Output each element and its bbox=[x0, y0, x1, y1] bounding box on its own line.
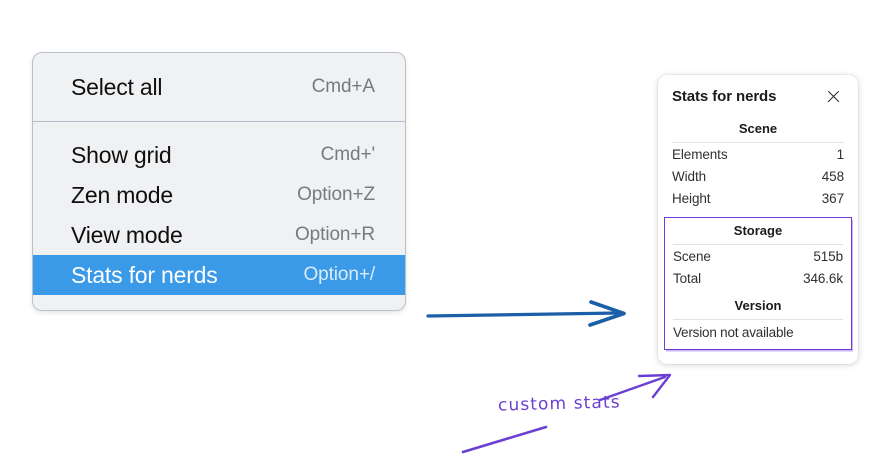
blue-arrow-menu-to-panel bbox=[426, 300, 626, 327]
menu-item-select-all[interactable]: Select all Cmd+A bbox=[33, 67, 405, 107]
stats-row-elements: Elements 1 bbox=[672, 143, 844, 165]
menu-item-shortcut: Option+Z bbox=[297, 184, 375, 205]
context-menu[interactable]: Select all Cmd+A Show grid Cmd+' Zen mod… bbox=[32, 52, 406, 311]
stats-row-key: Width bbox=[672, 168, 707, 184]
stats-row-value: 458 bbox=[821, 168, 844, 184]
stats-row-value: 1 bbox=[836, 146, 845, 162]
stats-section-heading-scene: Scene bbox=[738, 121, 778, 136]
stats-row-value: 515b bbox=[813, 248, 843, 264]
menu-item-shortcut: Option+R bbox=[295, 224, 375, 245]
menu-item-label: Zen mode bbox=[71, 181, 173, 208]
stats-row-value: 367 bbox=[821, 190, 844, 206]
stats-scene-section: Scene Elements 1 Width 458 Height 367 bbox=[672, 119, 844, 214]
handwritten-note-custom-stats: custom stats bbox=[497, 392, 621, 416]
stats-row-width: Width 458 bbox=[672, 165, 844, 187]
menu-item-shortcut: Cmd+' bbox=[320, 144, 375, 165]
stats-row-key: Total bbox=[673, 270, 702, 286]
menu-divider bbox=[33, 121, 405, 122]
menu-item-shortcut: Option+/ bbox=[303, 264, 375, 285]
menu-item-label: Show grid bbox=[71, 141, 172, 168]
stats-row-height: Height 367 bbox=[672, 187, 844, 209]
stats-row-key: Elements bbox=[672, 146, 728, 162]
section-rule bbox=[672, 142, 844, 143]
context-menu-section-1: Select all Cmd+A bbox=[33, 53, 405, 121]
section-rule bbox=[673, 319, 843, 320]
stats-row-storage-total: Total 346.6k bbox=[673, 267, 843, 289]
close-icon[interactable] bbox=[825, 88, 842, 105]
menu-item-label: Select all bbox=[71, 73, 163, 100]
context-menu-section-2: Show grid Cmd+' Zen mode Option+Z View m… bbox=[33, 122, 405, 310]
purple-underline-stroke bbox=[461, 425, 548, 454]
stats-row-value: 346.6k bbox=[803, 270, 843, 286]
menu-item-shortcut: Cmd+A bbox=[311, 76, 375, 97]
stats-panel-title: Stats for nerds bbox=[672, 88, 777, 105]
stats-row-storage-scene: Scene 515b bbox=[673, 245, 843, 267]
stats-row-key: Scene bbox=[673, 248, 711, 264]
stats-panel-header: Stats for nerds bbox=[672, 88, 844, 105]
section-rule bbox=[673, 244, 843, 245]
menu-item-label: View mode bbox=[71, 221, 183, 248]
menu-item-label: Stats for nerds bbox=[71, 261, 218, 288]
menu-item-view-mode[interactable]: View mode Option+R bbox=[33, 215, 405, 255]
stats-section-heading-version: Version bbox=[734, 298, 782, 313]
menu-item-show-grid[interactable]: Show grid Cmd+' bbox=[33, 135, 405, 175]
custom-stats-highlight-box: Storage Scene 515b Total 346.6k Version … bbox=[664, 217, 852, 350]
stats-for-nerds-panel: Stats for nerds Scene Elements 1 Width 4… bbox=[658, 75, 858, 364]
stats-section-heading-storage: Storage bbox=[733, 223, 783, 238]
stats-version-text: Version not available bbox=[673, 325, 794, 340]
stats-row-key: Height bbox=[672, 190, 711, 206]
menu-bottom-padding bbox=[33, 295, 405, 310]
menu-item-stats-for-nerds[interactable]: Stats for nerds Option+/ bbox=[33, 255, 405, 295]
menu-item-zen-mode[interactable]: Zen mode Option+Z bbox=[33, 175, 405, 215]
